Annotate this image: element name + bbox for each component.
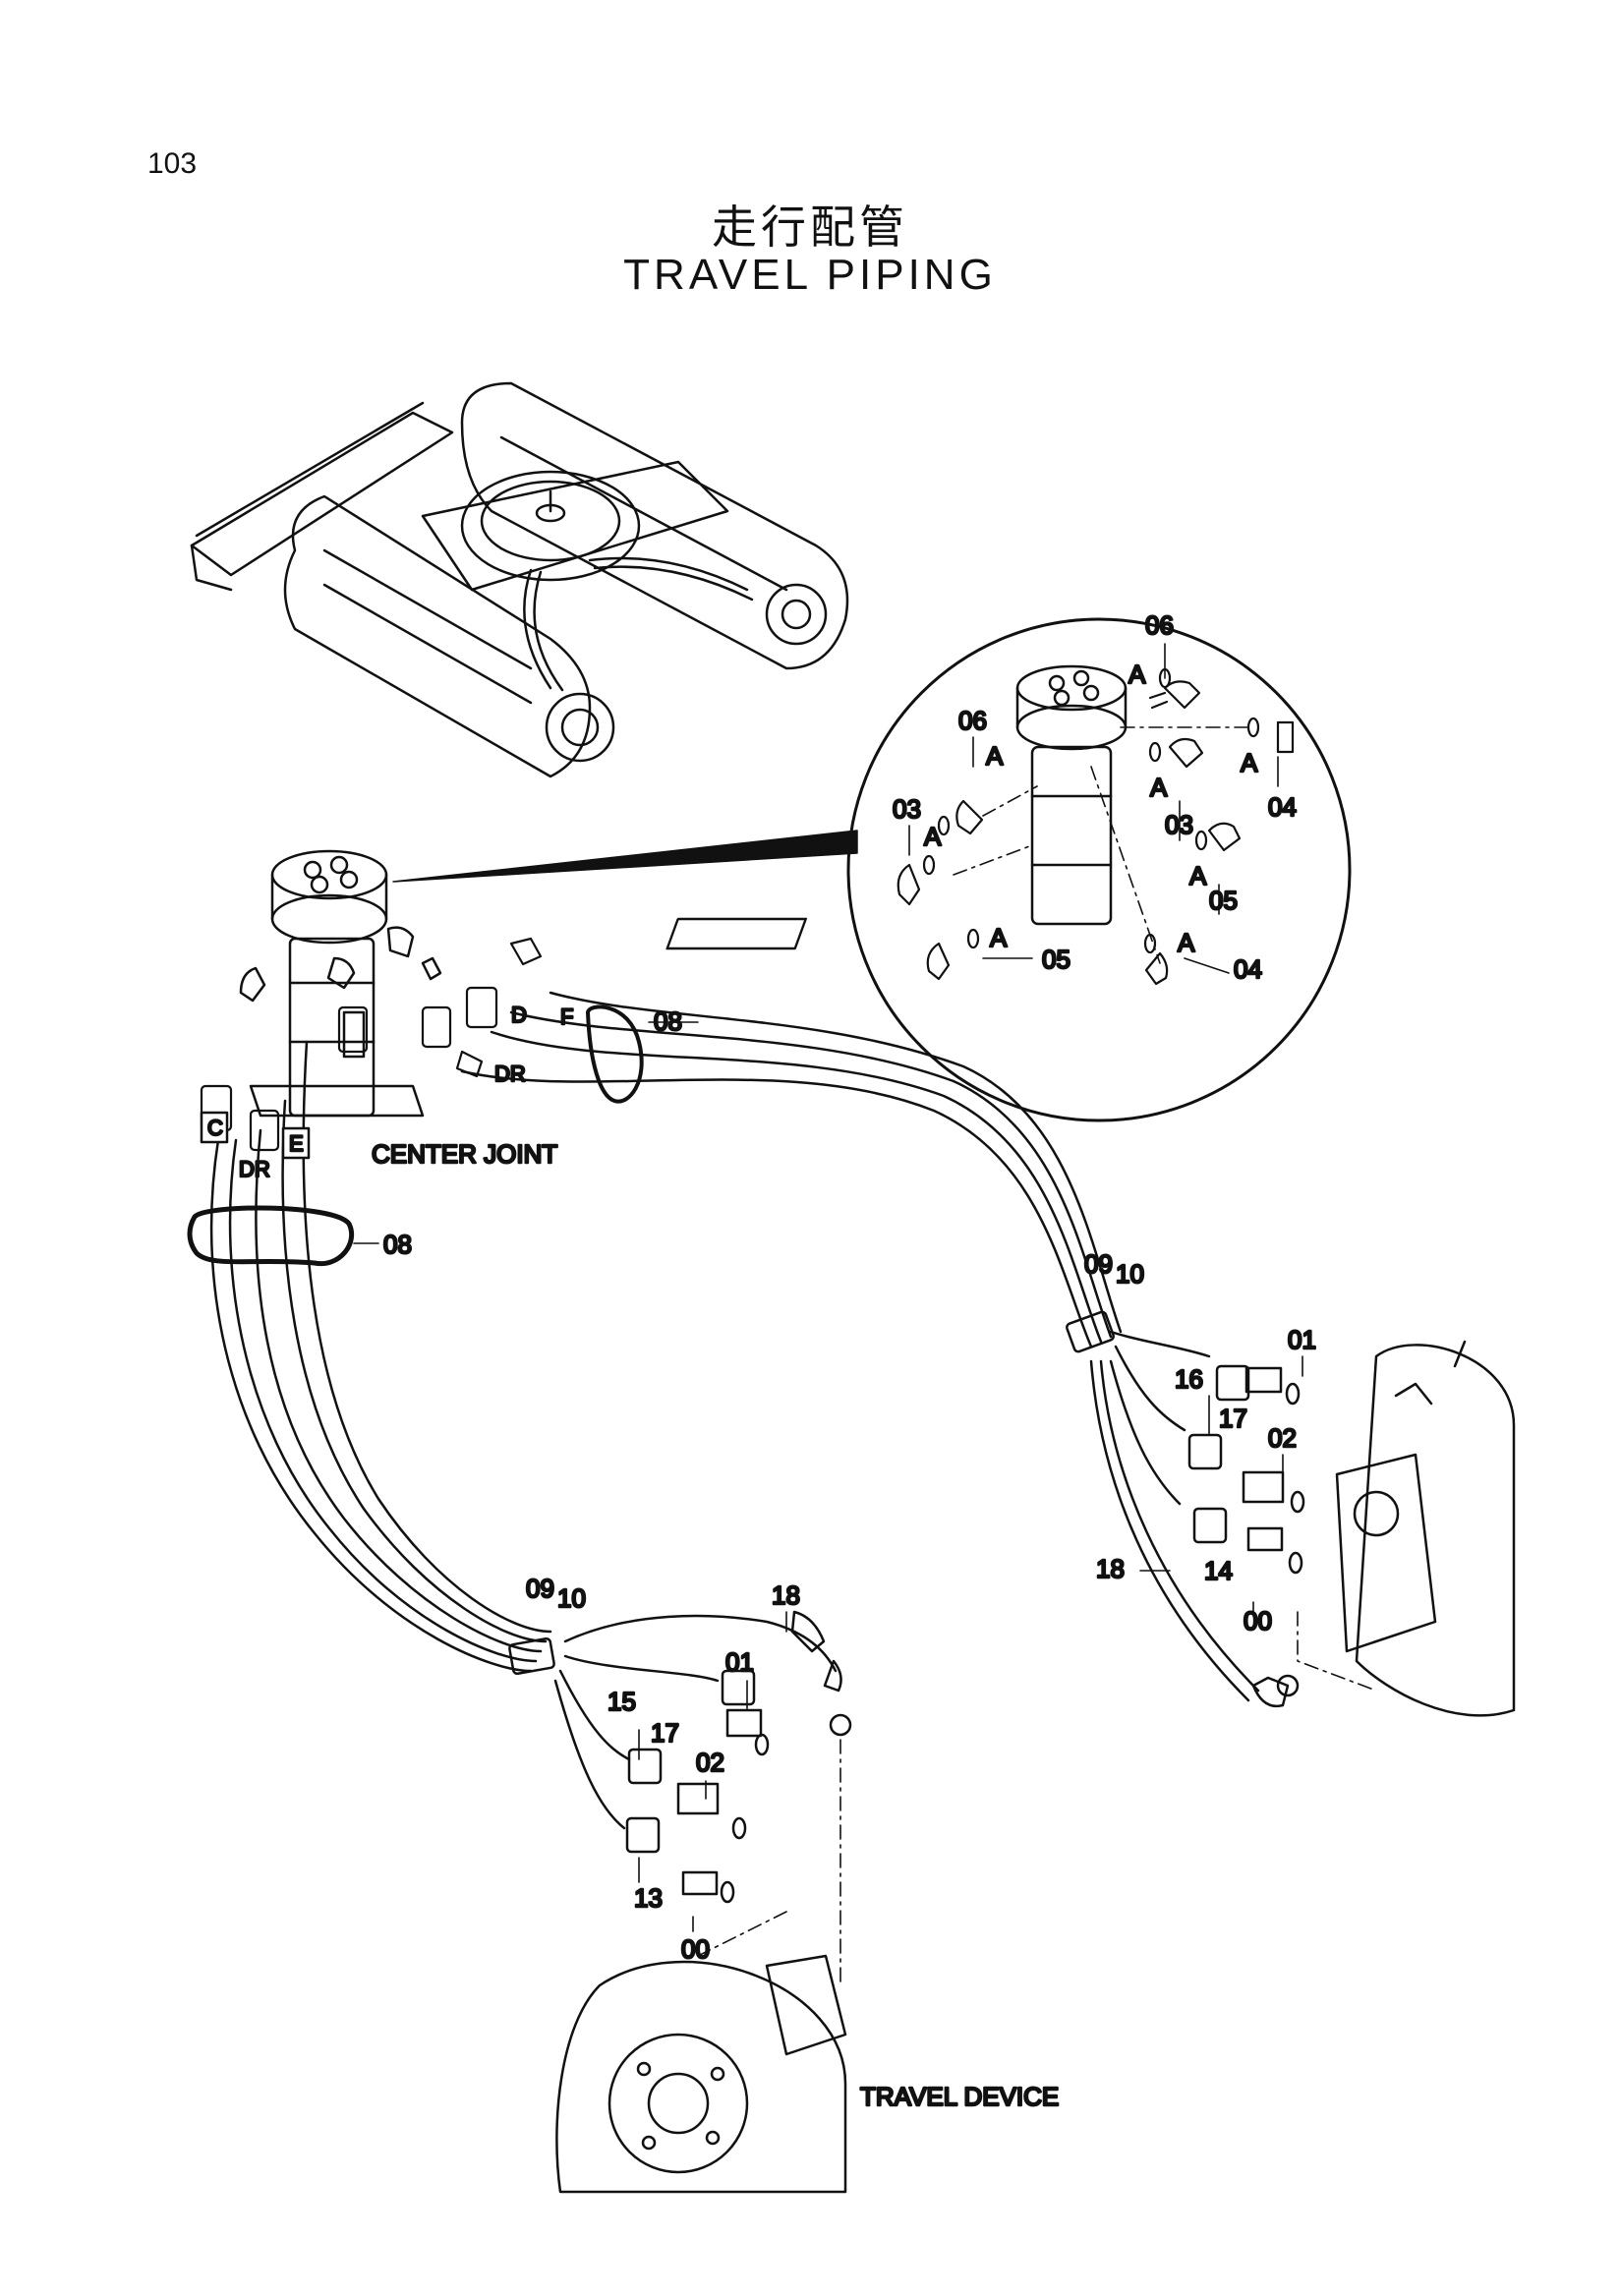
callout-left-adapter-02: 02 [696,1748,724,1777]
callout-right-hose-18: 18 [1096,1554,1125,1583]
callout-right-16: 16 [1175,1364,1203,1394]
center-joint-detail: 06 A 06 A 04 A 03 A 03 A 05 A 05 A 04 A [665,609,1352,1122]
callout-left-adapter-01: 01 [725,1647,754,1677]
callout-right-adapter-02: 02 [1268,1423,1297,1453]
left-branch [508,1610,852,2194]
callout-right-adapter-00: 00 [1244,1606,1272,1636]
callout-detail-06a-letter: A [1128,660,1146,689]
callout-left-15: 15 [608,1687,636,1716]
hose-tag-dr-right: DR [494,1062,526,1086]
travel-device-label: TRAVEL DEVICE [860,2082,1059,2111]
center-joint-label: CENTER JOINT [372,1139,557,1169]
page-title-cjk: 走行配管 [712,201,908,253]
callout-detail-04a-letter: A [1241,748,1258,777]
callout-left-clamp-10: 10 [557,1583,586,1613]
hose-tag-d: D [511,1003,527,1027]
hose-tags: C E DR DR D F [200,1002,575,1182]
detail-leader [392,830,858,883]
callout-detail-06b-letter: A [986,741,1004,771]
callout-band-upper: 08 [654,1006,682,1036]
callout-detail-06a: 06 [1145,610,1174,640]
right-branch-callouts: 09 10 01 17 16 02 18 14 00 [1083,1248,1317,1637]
callout-right-14: 14 [1204,1556,1233,1585]
left-branch-callouts: 09 10 18 01 17 15 02 13 00 [525,1573,801,1966]
page-number: 103 [147,147,198,180]
callout-left-adapter-00: 00 [681,1934,710,1964]
hose-tag-f: F [560,1004,573,1029]
callout-band-lower: 08 [383,1230,412,1259]
page-title: TRAVEL PIPING [623,251,997,299]
callout-detail-04a: 04 [1268,792,1297,822]
callout-left-clamp-09: 09 [526,1574,554,1603]
callout-right-clamp-10: 10 [1116,1259,1144,1289]
hose-tag-dr-center: DR [239,1157,270,1181]
callout-detail-06b: 06 [958,706,987,735]
callout-left-hose-18: 18 [772,1580,800,1610]
hose-bundle-left [209,1040,552,1673]
undercarriage-overview [190,381,849,778]
callout-detail-03a-letter: A [924,822,942,851]
callout-detail-04b-letter: A [1178,928,1195,957]
callout-left-17: 17 [651,1718,679,1748]
center-joint [239,849,442,1118]
right-branch [1066,1310,1516,1717]
callout-detail-03b-letter: A [1150,773,1168,802]
hose-tag-e: E [289,1131,304,1156]
callout-detail-05a: 05 [1209,886,1238,915]
callout-left-13: 13 [634,1883,663,1913]
callout-detail-05b: 05 [1042,945,1070,974]
callout-right-17: 17 [1219,1404,1247,1433]
hose-tag-c: C [207,1116,223,1140]
callout-detail-03a: 03 [893,794,921,824]
hose-bundle-right [460,991,1123,1349]
callout-detail-05a-letter: A [1189,861,1207,890]
callout-detail-05b-letter: A [990,923,1008,952]
hose-end-fittings-center [200,937,543,1152]
band-upper: 08 [586,1004,699,1104]
band-lower: 08 [187,1205,413,1267]
callout-detail-04b: 04 [1234,954,1262,984]
callout-right-adapter-01: 01 [1288,1325,1316,1354]
callout-right-clamp-09: 09 [1084,1249,1113,1279]
